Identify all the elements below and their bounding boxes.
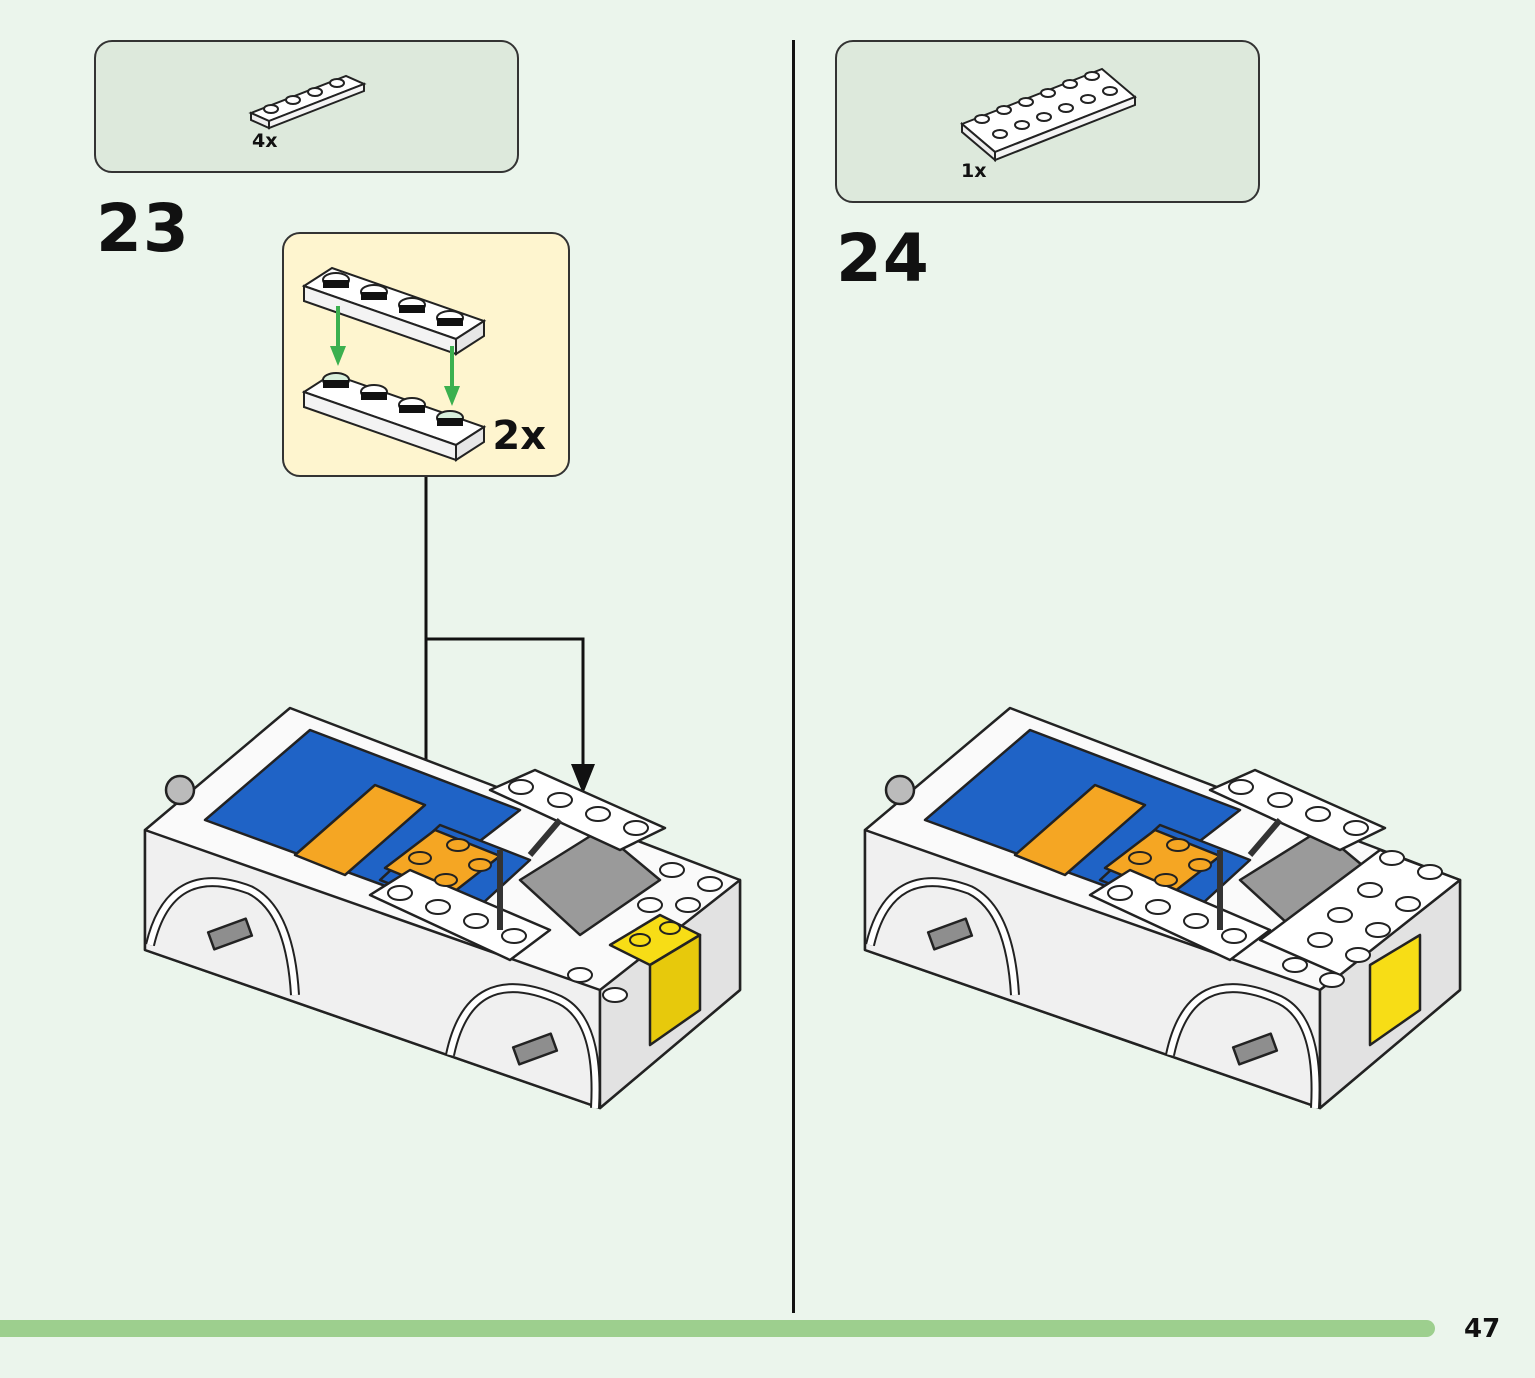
sub-assembly-callout: 2x	[282, 232, 570, 477]
plate-1x4-icon	[248, 74, 367, 130]
step-divider	[792, 40, 795, 1313]
page-number: 47	[1464, 1314, 1501, 1344]
parts-box-step-24: 1x	[835, 40, 1260, 203]
stack-arrow-icon	[301, 266, 487, 462]
parts-box-step-23: 4x	[94, 40, 519, 173]
footer-bar	[0, 1320, 1435, 1337]
step-number: 23	[96, 190, 190, 267]
parts-quantity: 1x	[961, 160, 987, 182]
step-number: 24	[836, 220, 930, 297]
plate-2x6-icon	[960, 67, 1137, 163]
callout-quantity: 2x	[492, 413, 546, 459]
parts-quantity: 4x	[252, 130, 278, 152]
